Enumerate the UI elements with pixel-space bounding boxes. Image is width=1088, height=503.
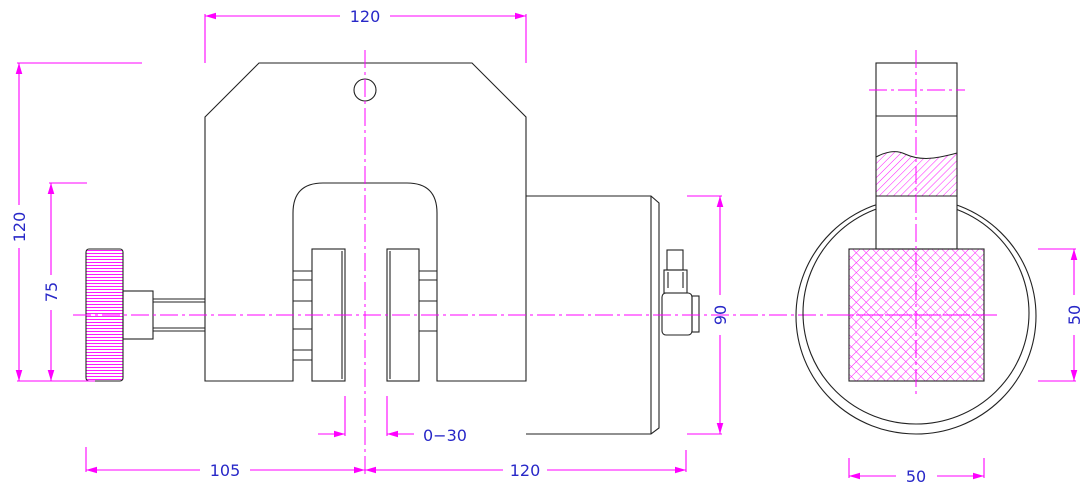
frame-body — [204, 62, 527, 382]
dim-overall-height: 120 — [10, 212, 29, 243]
front-view — [73, 50, 1000, 478]
dim-center-to-end: 120 — [510, 461, 541, 480]
side-view — [795, 50, 1037, 435]
guide-rods — [293, 270, 437, 361]
dim-knob-to-center: 105 — [210, 461, 241, 480]
dimensions-front: 120 120 75 0−30 105 120 90 — [10, 7, 730, 480]
dim-axis-height: 75 — [42, 282, 61, 302]
dim-jaw-gap: 0−30 — [423, 426, 467, 445]
pneumatic-fitting — [661, 249, 700, 336]
dim-square-height: 50 — [1065, 305, 1084, 325]
dim-square-width: 50 — [906, 467, 926, 486]
dimensions-side: 50 50 — [848, 248, 1084, 486]
lead-screw — [153, 298, 205, 332]
dim-cylinder-diameter: 90 — [711, 305, 730, 325]
dim-overall-width: 120 — [350, 7, 381, 26]
